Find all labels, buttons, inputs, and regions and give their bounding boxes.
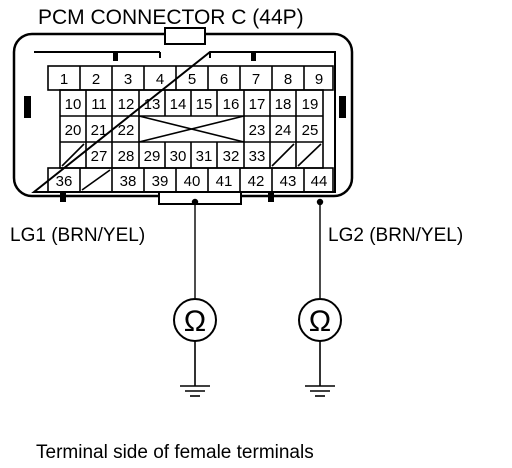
terminal-label: 7	[252, 71, 260, 88]
terminal-label: 24	[275, 122, 292, 139]
terminal-label: 25	[302, 122, 319, 139]
diagram-title: PCM CONNECTOR C (44P)	[38, 6, 304, 29]
terminal-labels: 1 2 3 4 5 6 7 8 9 10 11 12 13 14 15 16 1…	[56, 71, 328, 190]
ohm-symbol: Ω	[184, 305, 206, 338]
terminal-label: 14	[170, 96, 187, 113]
terminal-label: 22	[118, 122, 135, 139]
terminal-grid	[47, 65, 334, 193]
terminal-label: 20	[65, 122, 82, 139]
terminal-label: 3	[124, 71, 132, 88]
ohmmeter-icon: Ω	[298, 298, 342, 342]
terminal-label: 30	[170, 148, 187, 165]
terminal-label: 38	[120, 173, 137, 190]
terminal-label: 17	[249, 96, 266, 113]
terminal-label: 21	[91, 122, 108, 139]
terminal-label: 36	[56, 173, 73, 190]
terminal-label: 1	[60, 71, 68, 88]
terminal-label: 12	[118, 96, 135, 113]
terminal-label: 11	[91, 96, 107, 113]
terminal-label: 19	[302, 96, 319, 113]
terminal-label: 23	[249, 122, 266, 139]
ohmmeter-icon: Ω	[173, 298, 217, 342]
terminal-label: 6	[220, 71, 228, 88]
probe-wires	[191, 198, 324, 298]
terminal-label: 31	[196, 148, 213, 165]
terminal-label: 18	[275, 96, 292, 113]
terminal-label: 15	[196, 96, 213, 113]
ground-icon	[305, 341, 335, 397]
terminal-label: 43	[280, 173, 297, 190]
terminal-label: 5	[188, 71, 196, 88]
terminal-label: 28	[118, 148, 135, 165]
terminal-label: 33	[249, 148, 266, 165]
terminal-label: 40	[184, 173, 201, 190]
terminal-label: 27	[91, 148, 108, 165]
wire-label-right: LG2 (BRN/YEL)	[328, 225, 463, 246]
terminal-label: 9	[315, 71, 323, 88]
ohm-symbol: Ω	[309, 305, 331, 338]
terminal-label: 29	[144, 148, 161, 165]
terminal-label: 44	[311, 173, 328, 190]
wire-label-left: LG1 (BRN/YEL)	[10, 225, 145, 246]
terminal-label: 39	[152, 173, 169, 190]
terminal-label: 2	[92, 71, 100, 88]
terminal-label: 13	[144, 96, 161, 113]
terminal-label: 4	[156, 71, 164, 88]
connector-housing	[12, 27, 354, 205]
terminal-label: 41	[216, 173, 233, 190]
terminal-label: 10	[65, 96, 82, 113]
terminal-label: 16	[223, 96, 240, 113]
terminal-label: 42	[248, 173, 265, 190]
terminal-label: 32	[223, 148, 240, 165]
ground-icon	[180, 341, 210, 397]
terminal-label: 8	[284, 71, 292, 88]
footer-caption: Terminal side of female terminals	[36, 442, 314, 463]
